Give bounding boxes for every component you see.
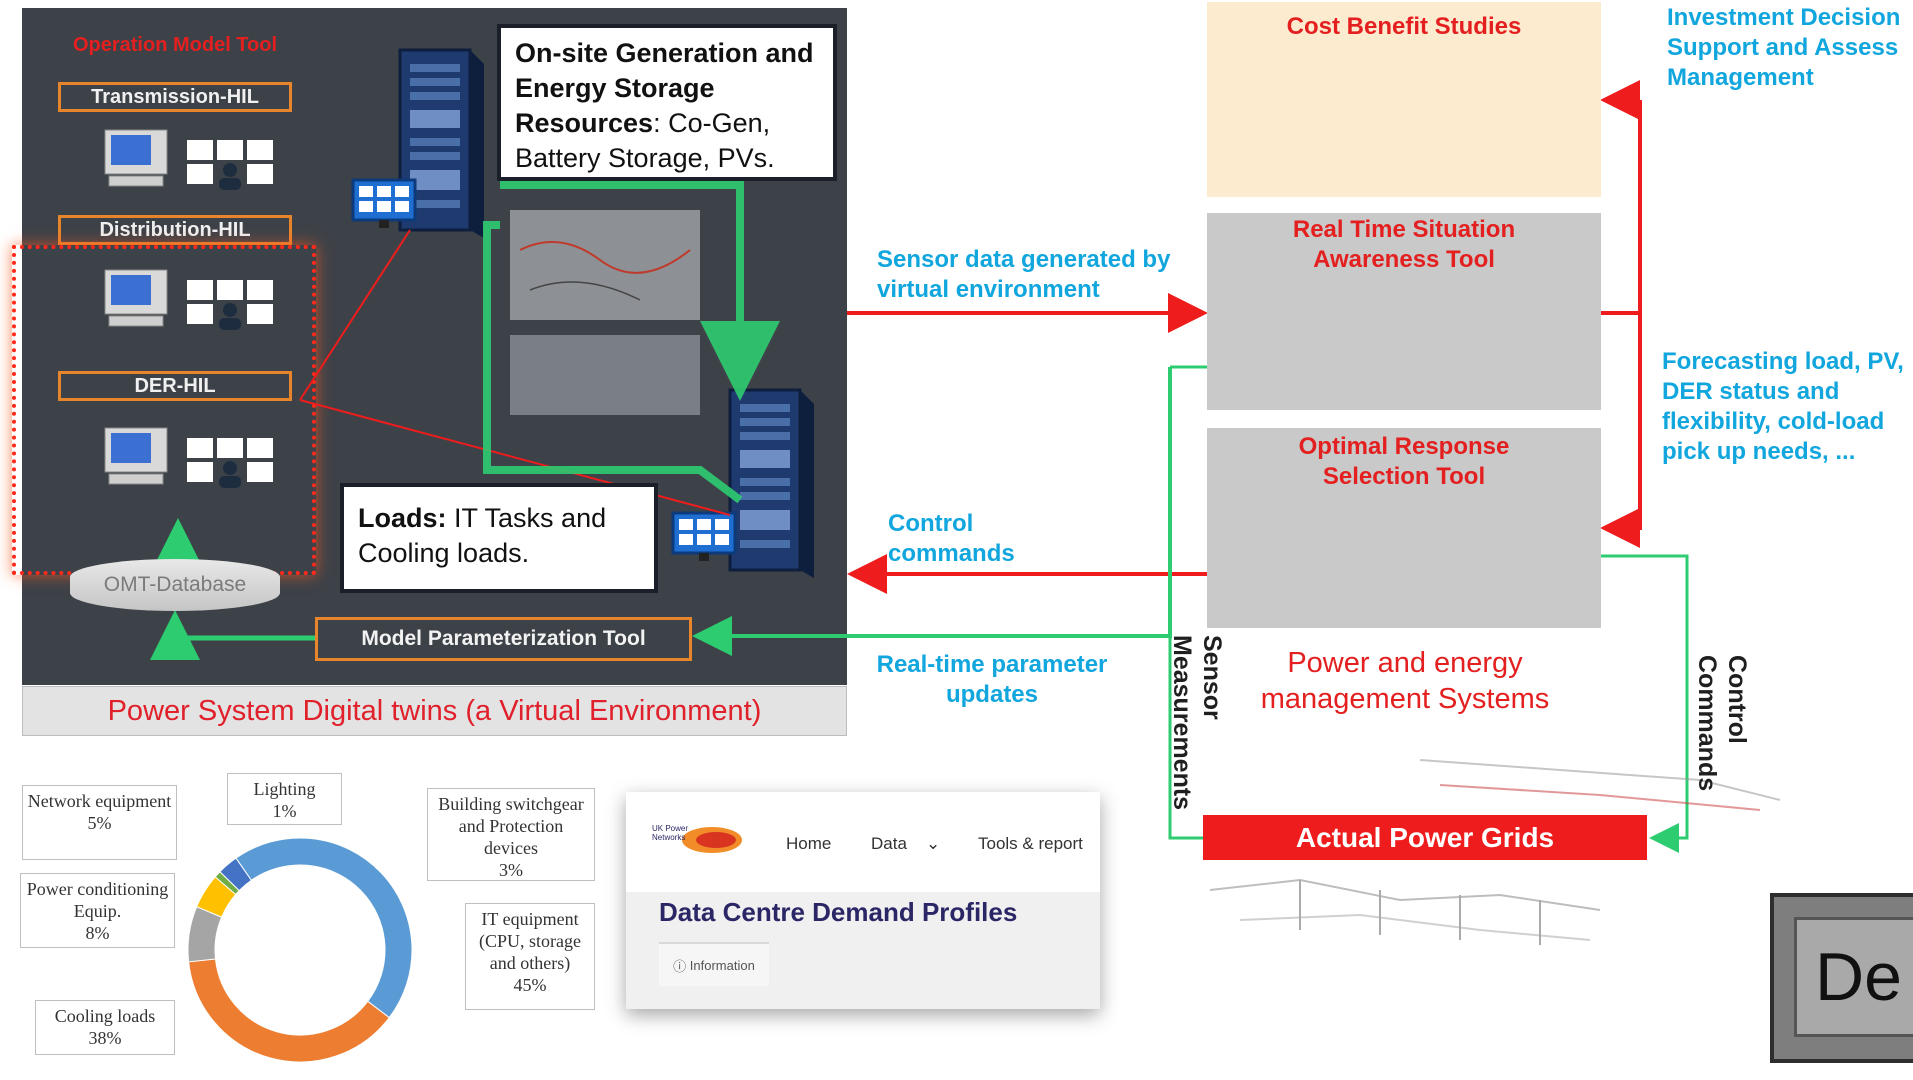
keyboard-key-label: De — [1794, 917, 1913, 1037]
omt-database: OMT-Database — [70, 559, 280, 611]
tab-information[interactable]: ⓘ Information — [659, 942, 769, 986]
ukpn-logo — [682, 827, 742, 853]
operation-model-tool-label: Operation Model Tool — [72, 34, 278, 56]
control-commands-label: Control commands — [888, 510, 1015, 567]
sensor-data-label: Sensor data generated by virtual environ… — [877, 246, 1171, 303]
sensor-measurements-label: Sensor Measurements — [1168, 635, 1226, 811]
onsite-generation-callout: On-site Generation and Energy Storage Re… — [497, 24, 837, 181]
real-time-title: Real Time Situation Awareness Tool — [1292, 216, 1516, 273]
ukpn-webpage-card: UK Power Networks Home Data ⌄ Tools & re… — [626, 792, 1100, 1009]
transmission-workstation-icon — [104, 129, 274, 191]
map-image-2 — [510, 335, 700, 415]
power-grid-map-image — [1209, 759, 1781, 945]
realtime-updates-label: Real-time parameter updates — [876, 651, 1108, 708]
donut-slice-it-equipment-cpu-storage-and-others — [235, 837, 413, 1019]
ukpn-logo-text: UK Power Networks — [652, 824, 689, 842]
forecasting-label: Forecasting load, PV, DER status and fle… — [1662, 348, 1904, 465]
actual-power-grids-bar: Actual Power Grids — [1203, 815, 1647, 860]
map-image-1 — [510, 210, 700, 320]
optimal-response-box: Optimal Response Selection Tool — [1207, 428, 1601, 628]
monitor-top-icon — [351, 178, 417, 230]
nav-data[interactable]: Data — [871, 834, 907, 853]
loads-callout: Loads: IT Tasks and Cooling loads. — [340, 483, 658, 593]
pie-label-building-switchgear: Building switchgear and Protection devic… — [427, 788, 595, 881]
model-parameterization-tool-box: Model Parameterization Tool — [315, 617, 692, 661]
nav-tools-reports[interactable]: Tools & report — [978, 834, 1083, 853]
optimal-response-title: Optimal Response Selection Tool — [1298, 433, 1510, 490]
cost-benefit-title: Cost Benefit Studies — [1286, 13, 1522, 40]
load-breakdown-donut-chart — [187, 837, 413, 1063]
donut-slice-cooling-loads — [188, 958, 390, 1063]
control-commands-vertical-label: Control Commands — [1693, 655, 1751, 792]
investment-label: Investment Decision Support and Assess M… — [1667, 4, 1901, 91]
pie-label-power-conditioning: Power conditioning Equip.8% — [20, 873, 175, 948]
pie-label-it-equipment: IT equipment (CPU, storage and others)45… — [465, 903, 595, 1010]
der-hil-box: DER-HIL — [58, 371, 292, 401]
pems-label: Power and energy management Systems — [1260, 647, 1550, 715]
keyboard-key-graphic: De — [1770, 893, 1913, 1063]
digital-twins-footer: Power System Digital twins (a Virtual En… — [22, 686, 847, 736]
real-time-box: Real Time Situation Awareness Tool — [1207, 213, 1601, 410]
data-centre-title: Data Centre Demand Profiles — [659, 897, 1018, 927]
monitor-bottom-icon — [671, 511, 737, 563]
info-icon: ⓘ — [673, 958, 690, 974]
chevron-down-icon[interactable]: ⌄ — [926, 834, 941, 853]
distribution-hil-box: Distribution-HIL — [58, 215, 292, 245]
server-rack-bottom-icon — [728, 388, 816, 580]
distribution-workstation-icon — [104, 269, 274, 331]
donut-slice-network-equipment — [196, 876, 237, 918]
der-workstation-icon — [104, 427, 274, 489]
cost-benefit-box: Cost Benefit Studies — [1207, 2, 1601, 197]
transmission-hil-box: Transmission-HIL — [58, 82, 292, 112]
nav-home[interactable]: Home — [786, 834, 832, 853]
